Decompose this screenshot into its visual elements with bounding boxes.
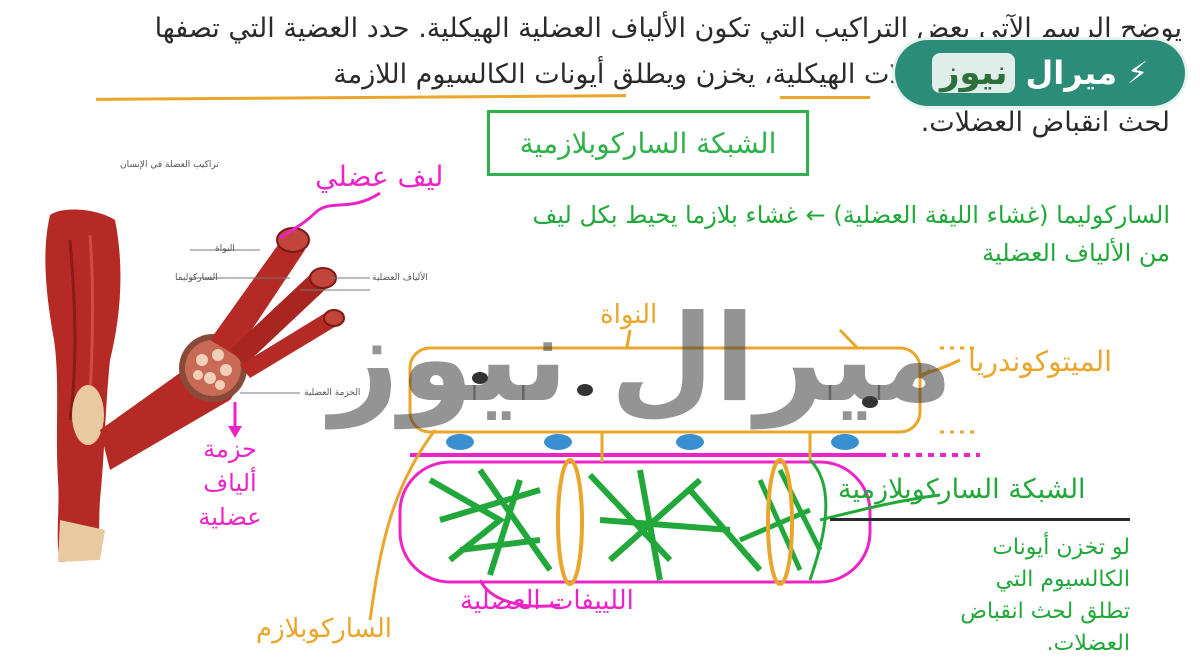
label-sr-title: الشبكة الساركوبلازمية — [838, 474, 1086, 505]
muscle-illustration — [45, 209, 370, 563]
sr-divider — [830, 518, 1130, 521]
answer-text: الشبكة الساركوبلازمية — [519, 126, 777, 160]
question-line-1: يوضح الرسم الآتي بعض التراكيب التي تكون … — [154, 13, 1182, 44]
small-label-fibers: الألياف العضلية — [372, 273, 428, 283]
small-label-bundle: الحزمة العضلية — [304, 388, 361, 398]
knee-shape — [72, 385, 104, 445]
muscle-figure-title: تراكيب العضلة في الإنسان — [120, 160, 219, 170]
sarcoplasm-pointer — [368, 429, 437, 621]
question-line-3: لحث انقباض العضلات. — [920, 107, 1170, 138]
question-underline-2 — [780, 96, 870, 99]
leg-muscle-shape — [45, 209, 121, 563]
muscle-fiber-shape — [210, 235, 305, 355]
myofibrils-pointer — [478, 579, 561, 608]
label-nucleus: النواة — [600, 300, 658, 330]
watermark-text: ميرال نيوز — [330, 290, 954, 429]
meral-news-logo: ⚡ ميرال نيوز — [895, 40, 1185, 106]
sr-pointer — [819, 493, 941, 522]
answer-box: الشبكة الساركوبلازمية — [487, 110, 809, 176]
label-fiber-bundle: حزمة ألياف عضلية — [198, 435, 262, 531]
small-label-nucleus: النواة — [215, 244, 235, 254]
label-sarcolemma: الساركوليما (غشاء الليفة العضلية) ← غشاء… — [532, 201, 1170, 267]
upper-tube — [408, 346, 922, 434]
label-mitochondria: الميتوكوندريا — [968, 345, 1112, 378]
small-label-sarcolemma: الساركوليما — [175, 273, 218, 283]
logo-white-text: ميرال — [1025, 54, 1117, 92]
label-muscle-fiber: ليف عضلي — [315, 160, 444, 193]
lightning-bolt-icon: ⚡ — [1127, 55, 1149, 91]
muscle-fiber-pointer — [279, 191, 381, 240]
label-myofibrils: اللييفات العضلية — [460, 586, 634, 616]
logo-accent-text: نيوز — [931, 53, 1016, 93]
label-sr-description: لو تخزن أيونات الكالسيوم التي تطلق لحث ا… — [960, 535, 1130, 656]
label-sarcoplasm: الساركوبلازم — [256, 614, 393, 644]
muscle-cell-diagram — [368, 328, 980, 621]
